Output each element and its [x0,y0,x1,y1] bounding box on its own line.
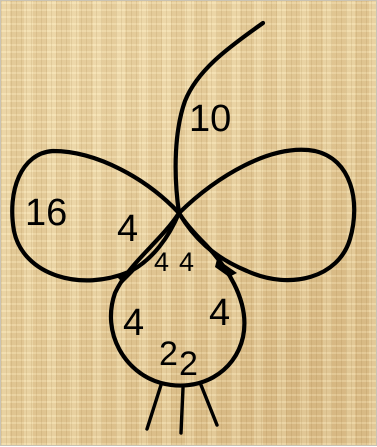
label-left-ring: 16 [25,192,67,234]
label-bottom-ring-mid-left: 2 [159,335,178,373]
label-left-ring-inner: 4 [117,208,138,250]
label-stem: 10 [189,98,231,140]
label-center-left: 4 [154,247,169,277]
label-center-right: 4 [179,247,194,277]
label-bottom-ring-left: 4 [123,302,144,344]
right-ring [179,150,354,280]
label-bottom-ring-mid-right: 2 [179,345,198,383]
tail-thread-right [201,385,217,425]
tail-thread-left [147,385,161,429]
tail-thread-middle [181,388,183,433]
label-bottom-ring-right: 4 [209,292,230,334]
